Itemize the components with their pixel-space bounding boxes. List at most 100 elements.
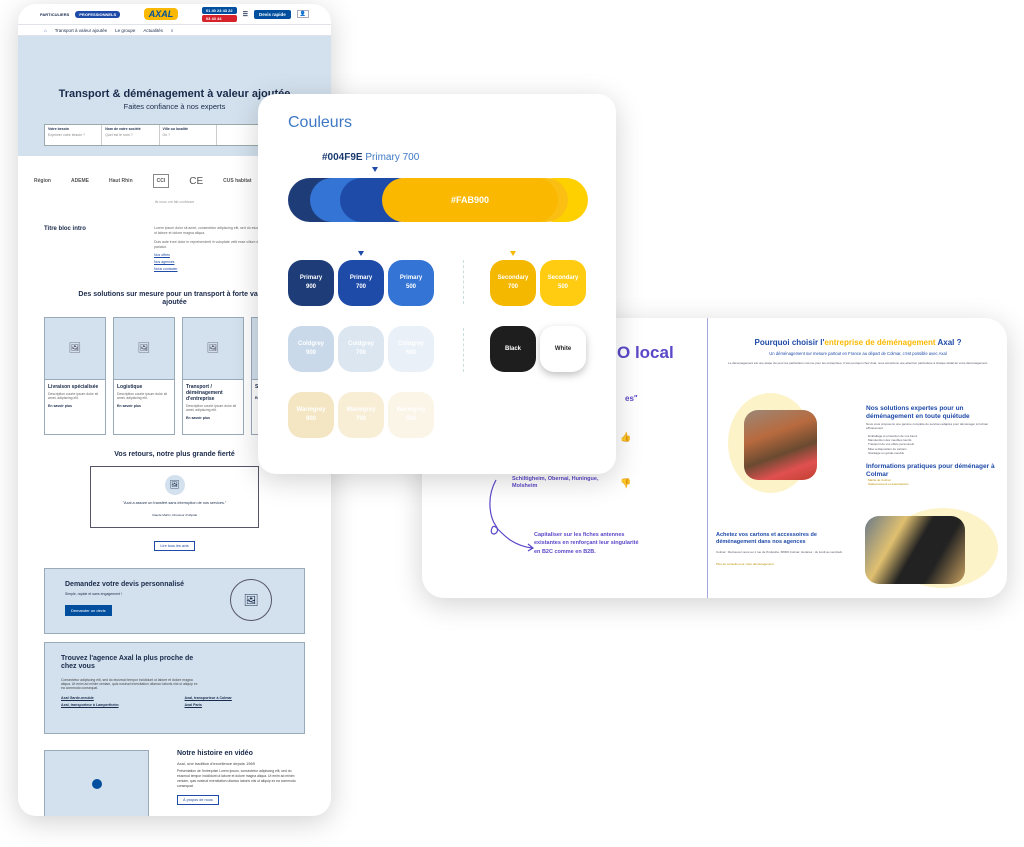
hero-subtitle: Faites confiance à nos experts [123,102,226,111]
intro-block: Titre bloc intro Lorem ipsum dolor sit a… [18,204,331,271]
info-bullets: Mairie de Colmar Stationnement et autori… [868,478,998,486]
info-heading: Informations pratiques pour déménager à … [866,463,995,478]
bullet-item: Manutention des meubles lourds [868,438,912,443]
demander-devis-button[interactable]: Demander un devis [65,605,112,617]
intro-text: Lorem ipsum dolor sit amet, consectetur … [154,226,293,235]
pointer-icon [358,251,364,256]
logos-caption: Ils nous ont fait confiance [154,200,195,204]
nav-item-actualites[interactable]: Actualités [143,27,163,33]
agence-text: Consectetur adipiscing elit, sed do eius… [61,677,198,690]
home-icon[interactable]: ⌂ [44,27,47,33]
swatch-white: White [540,326,586,372]
pointer-icon [510,251,516,256]
seo-right-panel: Pourquoi choisir l'entreprise de déménag… [707,318,1007,598]
palette-title: Couleurs [288,114,353,131]
solution-card[interactable]: 🖼 Logistique Description courte ipsum do… [113,317,175,436]
quote-fragment: es" [625,394,638,403]
image-placeholder-icon: 🖼 [164,474,185,495]
axal-logo[interactable]: AXAL [143,8,179,20]
seo-page-title: Pourquoi choisir l'entreprise de déménag… [754,338,962,347]
user-icon[interactable]: 👤 [296,10,309,18]
partner-logo: Région [34,178,51,184]
agence-link[interactable]: Axal Paris [184,702,202,707]
partner-logo: Haut Rhin [109,178,133,184]
cartons-link[interactable]: Plus de conseils pour votre déménagement [716,562,774,566]
seo-big-title: O local [617,343,674,362]
bullet-item: Emballage et protection de vos biens [868,434,918,438]
about-us-button[interactable]: À propos de nous [177,795,219,806]
devis-rapide-button[interactable]: Devis rapide [253,9,291,19]
partner-logo: CE [189,175,204,187]
phone-number[interactable]: 01 40 23 43 22 [201,6,237,14]
image-placeholder-icon: 🖼 [45,318,105,381]
color-palette-card: Couleurs #004F9E Primary 700 #FAB900 Pri… [258,94,616,474]
solution-title: Transport / déménagement d'entreprise [186,384,223,403]
solutions-text: Nous vous proposons une gamme complète d… [866,422,989,431]
divider [463,260,464,304]
solution-more-link[interactable]: En savoir plus [186,416,210,421]
primary-hex-label: #004F9E Primary 700 [322,152,420,163]
main-nav: ⌂ Transport à valeur ajoutée Le groupe A… [18,24,331,36]
video-player[interactable] [44,749,149,816]
play-icon[interactable] [91,778,102,789]
agence-title: Trouvez l'agence Axal la plus proche de … [61,654,194,671]
solution-card[interactable]: 🖼 Livraison spécialisée Description cour… [44,317,106,436]
mover-photo [865,516,965,584]
professionnels-pill[interactable]: PROFESSIONNELS [75,10,121,18]
cartons-heading: Achetez vos cartons et accessoires de dé… [716,532,817,545]
solution-more-link[interactable]: En savoir plus [48,404,72,409]
intro-link[interactable]: Nos offres [154,252,170,257]
capitalize-text: Capitaliser sur les fiches antennes exis… [534,532,639,555]
nav-item-transport[interactable]: Transport à valeur ajoutée [54,27,108,33]
divider [463,328,464,372]
seo-intro-text: Le déménagement est une étape clé pour l… [728,361,988,365]
phone-number-2[interactable]: 03 43 44 [201,14,237,22]
devis-text: Simple, rapide et sans engagement ! [65,592,123,597]
agence-link[interactable]: Axal Garde-meuble [61,695,94,700]
agence-link[interactable]: Axal, transporteur à Colmar [184,695,232,700]
read-reviews-button[interactable]: Lire tous les avis [154,540,195,551]
city-line: Schiltigheim, Obernai, Huningue, [512,475,599,482]
intro-link[interactable]: Nos agences [154,259,175,264]
search-icon[interactable]: ⌕ [170,27,174,33]
menu-icon[interactable]: ☰ [242,11,248,18]
testimonial-box: 🖼 "Axal a assuré un transfert sans inter… [90,465,259,528]
solution-desc: Description courte ipsum dolor sit amet,… [117,392,168,401]
nav-item-groupe[interactable]: Le groupe [115,27,136,33]
solution-card[interactable]: 🖼 Transport / déménagement d'entreprise … [182,317,244,436]
testimonial-title: Vos retours, notre plus grande fierté [114,451,235,459]
particuliers-link[interactable]: PARTICULIERS [40,11,70,17]
partner-logos: Région ADEME Haut Rhin CCI CE CUS habita… [18,156,331,194]
image-placeholder-icon: 🖼 [114,318,174,381]
solutions-heading: Nos solutions expertes pour un déménagem… [866,405,970,420]
solution-more-link[interactable]: En savoir plus [117,404,141,409]
top-bar: PARTICULIERS PROFESSIONNELS AXAL 01 40 2… [18,4,331,24]
devis-title: Demandez votre devis personnalisé [65,580,185,588]
partner-logo: CUS habitat [223,178,252,184]
partner-logo: CCI [152,174,170,188]
phone-group: 01 40 23 43 22 03 43 44 [201,6,237,22]
info-link[interactable]: Stationnement et autorisations [868,482,909,487]
colmar-photo [744,410,817,480]
solution-more-link[interactable]: En [252,392,280,404]
intro-link[interactable]: Nous contacter [154,266,178,271]
info-link[interactable]: Mairie de Colmar [868,478,891,482]
agence-link[interactable]: Axal, transporteur à Lampertheim [61,702,119,707]
solution-title: Logistique [117,384,143,391]
strip-segment: #FAB900 [382,178,558,222]
solutions-title: Des solutions sur mesure pour un transpo… [78,290,271,306]
solution-desc: Description courte ipsum dolor sit amet,… [186,404,237,413]
